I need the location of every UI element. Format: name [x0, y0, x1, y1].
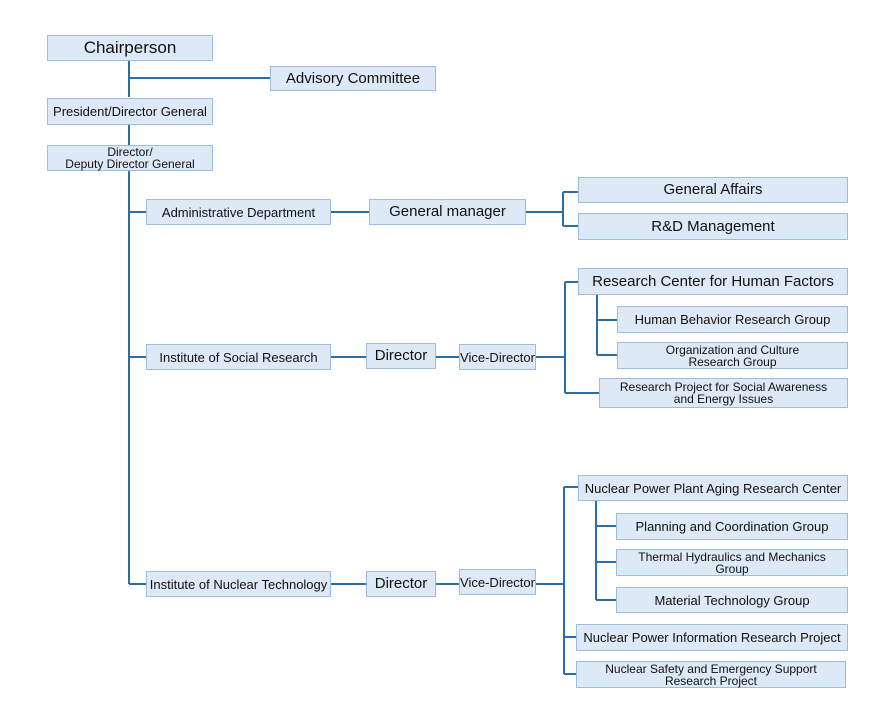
institute-nuclear-technology-box: Institute of Nuclear Technology: [146, 571, 331, 597]
institute-social-research-box: Institute of Social Research: [146, 344, 331, 370]
safety-emergency-project-box: Nuclear Safety and Emergency Support Res…: [576, 661, 846, 688]
president-box: President/Director General: [47, 98, 213, 125]
general-manager-box: General manager: [369, 199, 526, 225]
information-research-project-box: Nuclear Power Information Research Proje…: [576, 624, 848, 651]
rd-management-box: R&D Management: [578, 213, 848, 240]
material-technology-group-box: Material Technology Group: [616, 587, 848, 613]
social-director-box: Director: [366, 343, 436, 369]
director-deputy-box: Director/ Deputy Director General: [47, 145, 213, 171]
nuclear-vice-director-box: Vice-Director: [459, 569, 536, 595]
org-culture-group-box: Organization and Culture Research Group: [617, 342, 848, 369]
administrative-department-box: Administrative Department: [146, 199, 331, 225]
advisory-committee-box: Advisory Committee: [270, 66, 436, 91]
thermal-hydraulics-group-box: Thermal Hydraulics and Mechanics Group: [616, 549, 848, 576]
human-behavior-group-box: Human Behavior Research Group: [617, 306, 848, 333]
chairperson-box: Chairperson: [47, 35, 213, 61]
nuclear-director-box: Director: [366, 571, 436, 597]
social-vice-director-box: Vice-Director: [459, 344, 536, 370]
general-affairs-box: General Affairs: [578, 177, 848, 203]
planning-coordination-group-box: Planning and Coordination Group: [616, 513, 848, 540]
social-awareness-project-box: Research Project for Social Awareness an…: [599, 378, 848, 408]
aging-research-center-box: Nuclear Power Plant Aging Research Cente…: [578, 475, 848, 501]
human-factors-center-box: Research Center for Human Factors: [578, 268, 848, 295]
